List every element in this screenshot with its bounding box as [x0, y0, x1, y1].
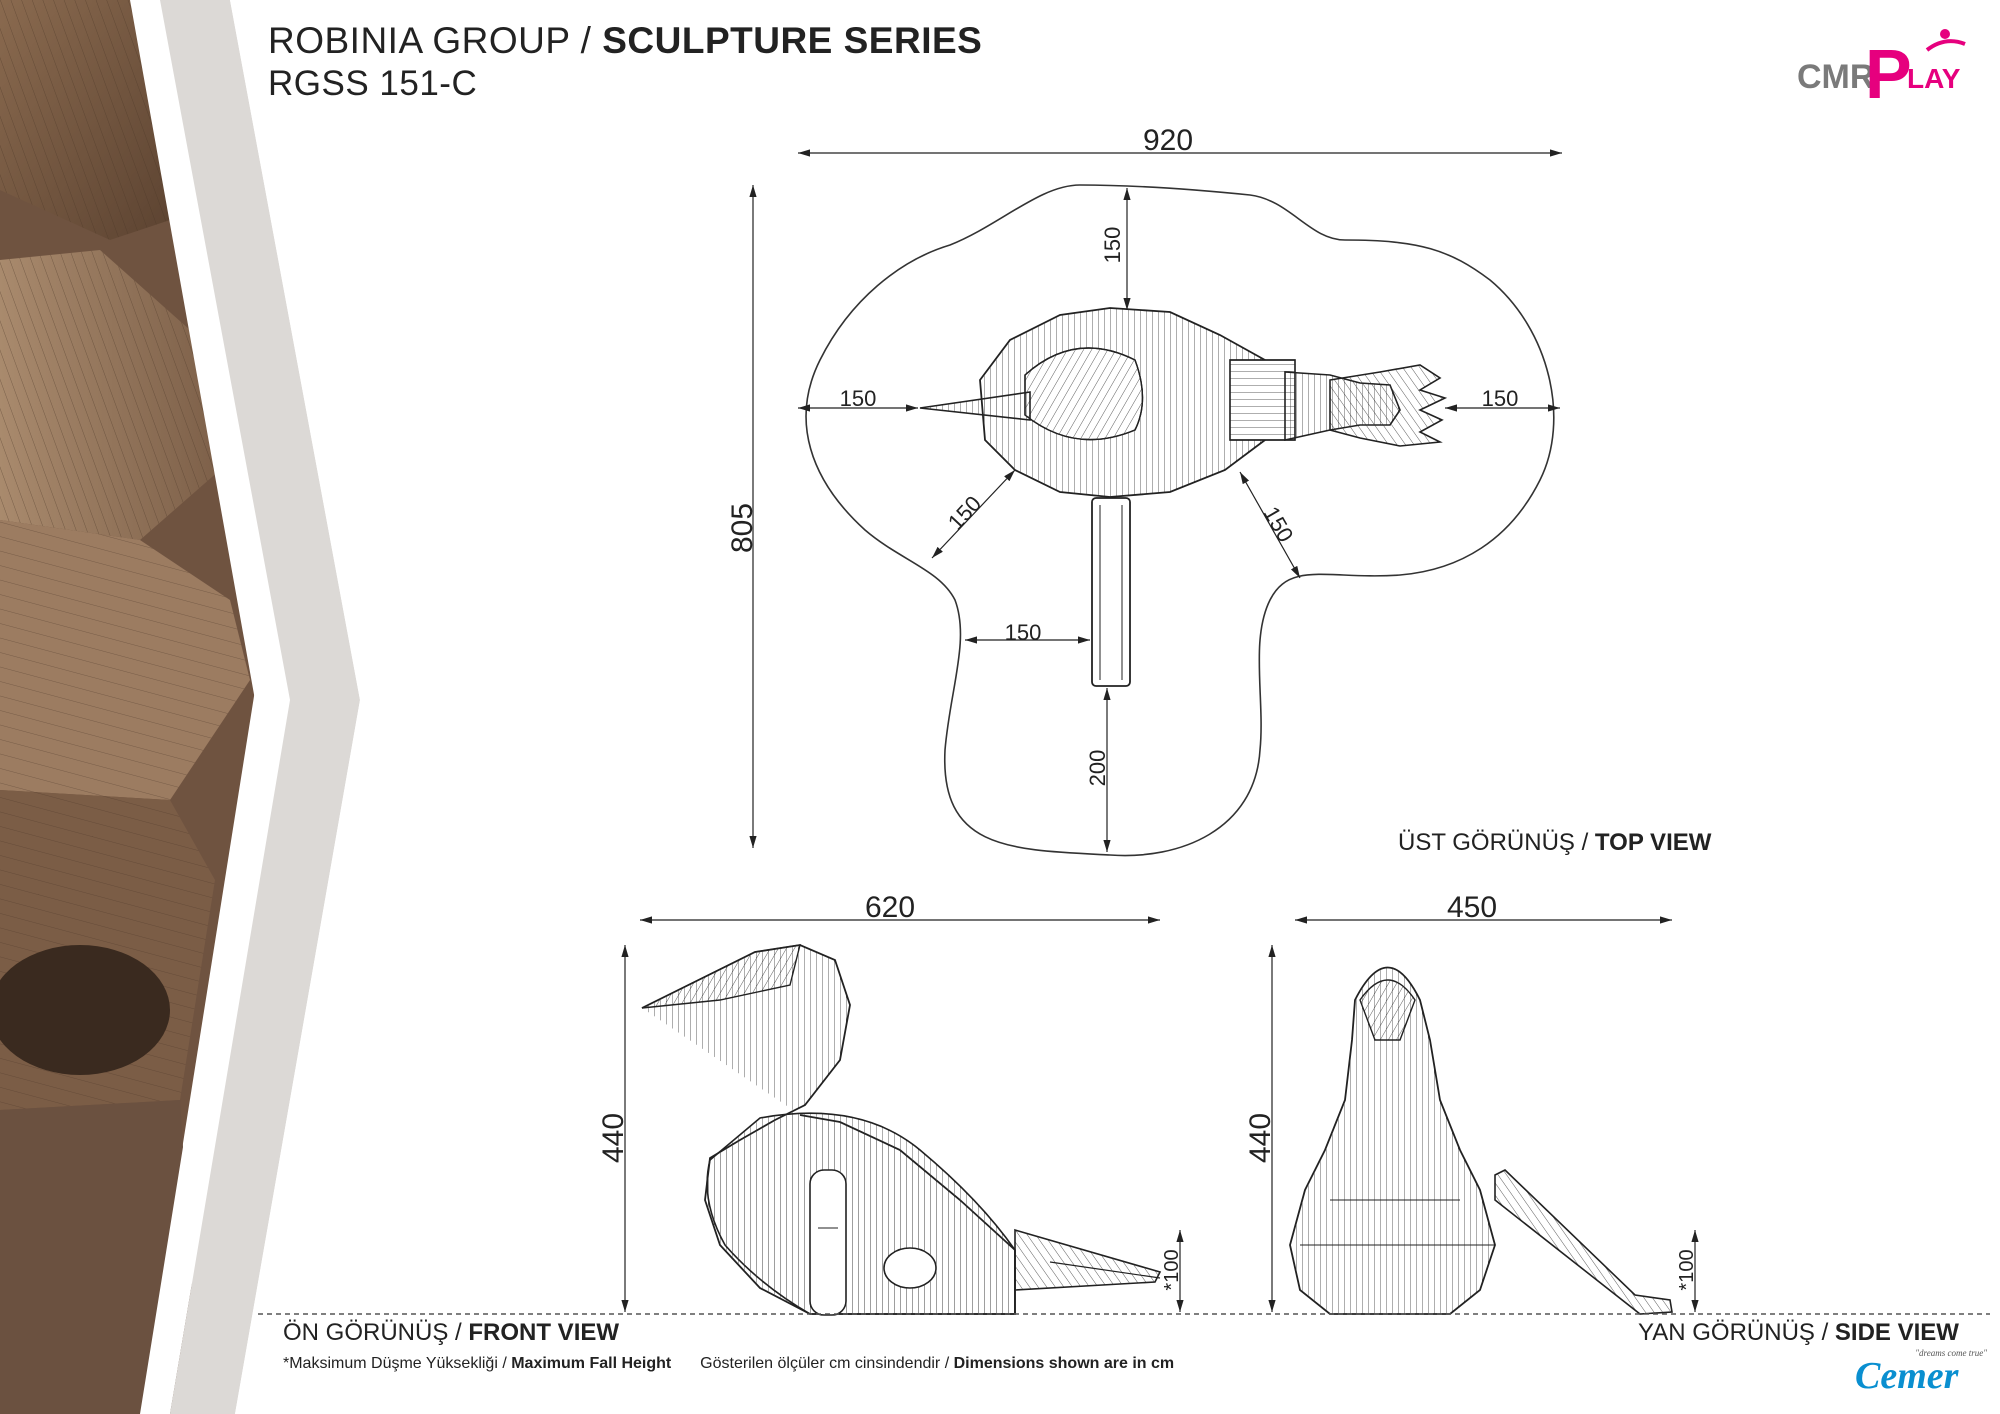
- logo-figure-icon: [1940, 29, 1950, 39]
- front-view-label-tr: ÖN GÖRÜNÜŞ /: [283, 1319, 462, 1346]
- page-title: ROBINIA GROUP / SCULPTURE SERIES: [268, 20, 982, 62]
- cemer-tagline: "dreams come true": [1915, 1348, 1987, 1358]
- dim-front-height: 440: [597, 1113, 630, 1163]
- logo-p-text: P: [1865, 35, 1912, 106]
- bird-side-body: [1289, 966, 1496, 1315]
- dim-left-clear: 150: [840, 386, 877, 411]
- dim-top-width: 920: [1143, 124, 1193, 157]
- units-note-tr: Gösterilen ölçüler cm cinsindendir /: [700, 1355, 950, 1372]
- dim-diag-right: 150: [1258, 502, 1298, 546]
- series-label: SCULPTURE SERIES: [602, 20, 983, 61]
- dim-top-clear: 150: [1100, 227, 1125, 264]
- dim-slide-side: 150: [1005, 620, 1042, 645]
- dim-slide-end: 200: [1085, 750, 1110, 787]
- top-view-label-tr: ÜST GÖRÜNÜŞ /: [1398, 829, 1589, 856]
- cemer-logo: "dreams come true" Cemer: [1855, 1348, 1995, 1408]
- logo-cmr-text: CMR: [1797, 58, 1874, 96]
- footer-notes: *Maksimum Düşme Yüksekliği / Maximum Fal…: [283, 1355, 1174, 1373]
- side-view-label: YAN GÖRÜNÜŞ / SIDE VIEW: [1638, 1319, 1959, 1347]
- side-view-label-en: SIDE VIEW: [1834, 1319, 1959, 1346]
- bird-top-body: [919, 307, 1448, 687]
- units-note-en: Dimensions shown are in cm: [953, 1355, 1175, 1372]
- safety-zone-outline: [805, 184, 1555, 857]
- product-photo: [0, 0, 370, 1414]
- fall-height-note-tr: *Maksimum Düşme Yüksekliği /: [283, 1355, 507, 1372]
- dim-front-fall: *100: [1161, 1249, 1183, 1290]
- dim-side-fall: *100: [1676, 1249, 1698, 1290]
- top-view: 920 805 150 150 150 150 150 150 200: [726, 124, 1562, 857]
- cmrplay-logo: CMR P LAY: [1795, 22, 1975, 113]
- dim-diag-left: 150: [943, 491, 986, 535]
- side-slide: [1494, 1169, 1673, 1315]
- front-slide: [809, 1169, 847, 1316]
- side-view-label-tr: YAN GÖRÜNÜŞ /: [1638, 1319, 1829, 1346]
- top-slide: [1091, 497, 1131, 687]
- dim-front-length: 620: [865, 891, 915, 924]
- front-view-label: ÖN GÖRÜNÜŞ / FRONT VIEW: [283, 1319, 619, 1347]
- dim-top-depth: 805: [726, 503, 759, 553]
- front-view-label-en: FRONT VIEW: [468, 1319, 620, 1346]
- top-view-label-en: TOP VIEW: [1594, 829, 1712, 856]
- group-label: ROBINIA GROUP /: [268, 20, 592, 61]
- front-view: 620 440 *100: [597, 891, 1184, 1316]
- product-code: RGSS 151-C: [268, 64, 478, 103]
- fall-height-note-en: Maximum Fall Height: [511, 1355, 672, 1372]
- dim-side-height: 440: [1244, 1113, 1277, 1163]
- top-view-label: ÜST GÖRÜNÜŞ / TOP VIEW: [1398, 829, 1711, 857]
- header: ROBINIA GROUP / SCULPTURE SERIES RGSS 15…: [268, 20, 982, 104]
- side-view: 450 440 *100: [1244, 891, 1699, 1315]
- logo-lay-text: LAY: [1907, 63, 1961, 94]
- cemer-wordmark: Cemer: [1855, 1355, 1959, 1397]
- dim-side-width: 450: [1447, 891, 1497, 924]
- dim-right-clear: 150: [1482, 386, 1519, 411]
- front-entry-hole: [883, 1247, 937, 1289]
